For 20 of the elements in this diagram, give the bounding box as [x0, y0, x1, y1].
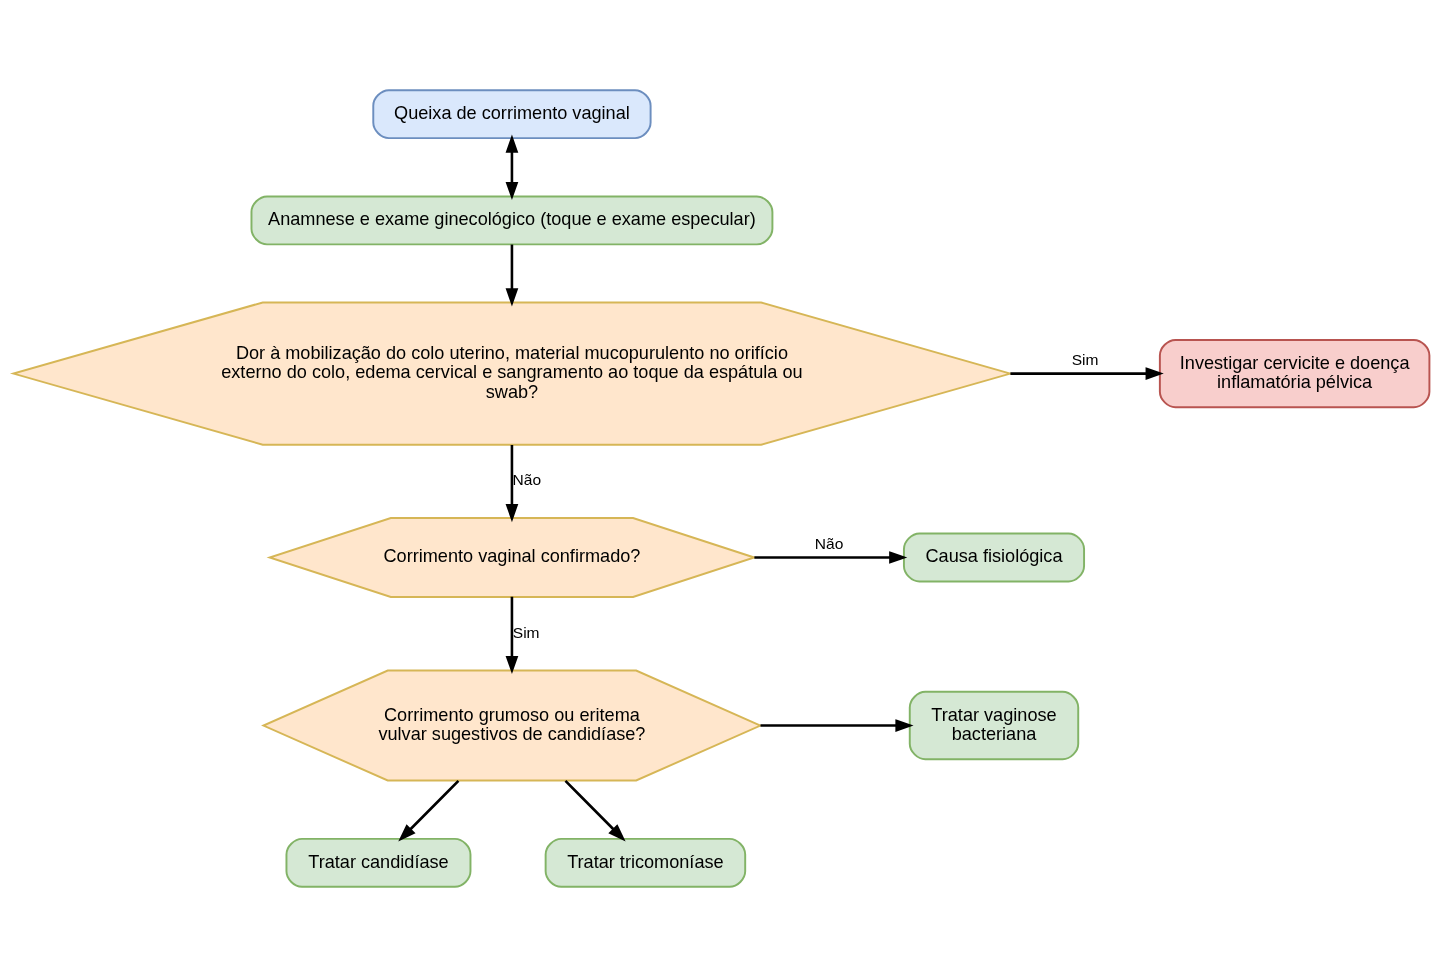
- arrow: [505, 134, 519, 200]
- node-box: Tratar tricomoníase: [544, 837, 747, 888]
- node-box: Investigar cervicite e doença inflamatória pélvica: [1158, 338, 1431, 408]
- arrow: [505, 444, 519, 522]
- arrow: [754, 550, 908, 564]
- node-box: Queixa de corrimento vaginal: [372, 88, 652, 139]
- node-box: Tratar candidíase: [285, 837, 472, 888]
- arrow: [505, 244, 519, 306]
- arrow: [398, 779, 460, 842]
- edge-label: Sim: [1071, 350, 1099, 368]
- arrow: [760, 718, 914, 732]
- node-box: Anamnese e exame ginecológico (toque e exame especular): [250, 194, 774, 245]
- arrow: [564, 779, 626, 842]
- arrow: [505, 596, 519, 674]
- node-box: Tratar vaginose bacteriana: [908, 690, 1080, 760]
- edge-label: Não: [512, 470, 542, 488]
- edge-label: Sim: [512, 623, 540, 641]
- node-box: Causa fisiológica: [902, 532, 1086, 582]
- edge-label: Não: [814, 534, 844, 552]
- arrow: [1010, 366, 1164, 380]
